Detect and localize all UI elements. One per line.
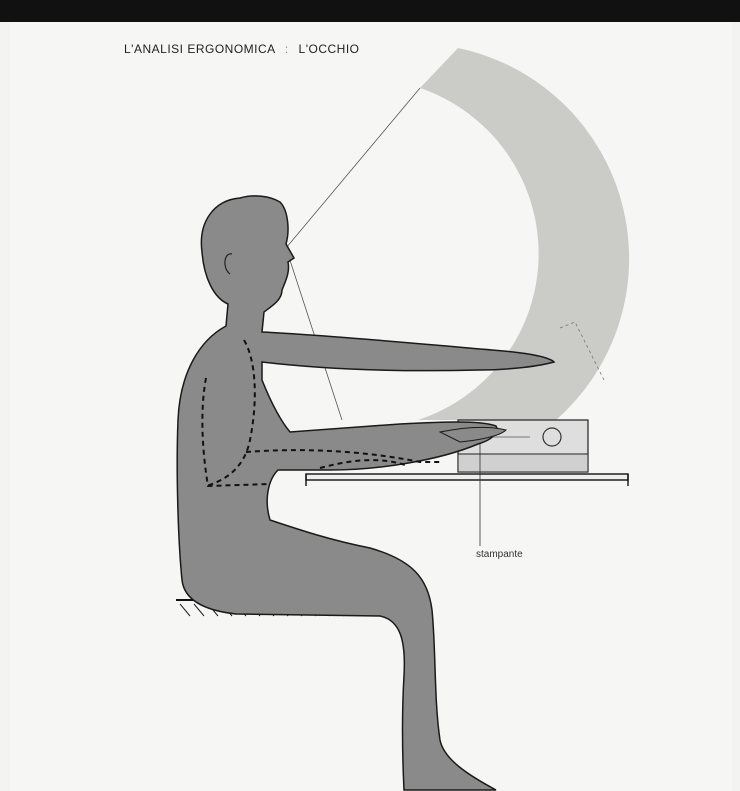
printer-label: stampante	[476, 549, 523, 560]
human-body	[177, 196, 554, 790]
sight-line-upper	[286, 88, 420, 248]
desk-top	[306, 474, 628, 480]
